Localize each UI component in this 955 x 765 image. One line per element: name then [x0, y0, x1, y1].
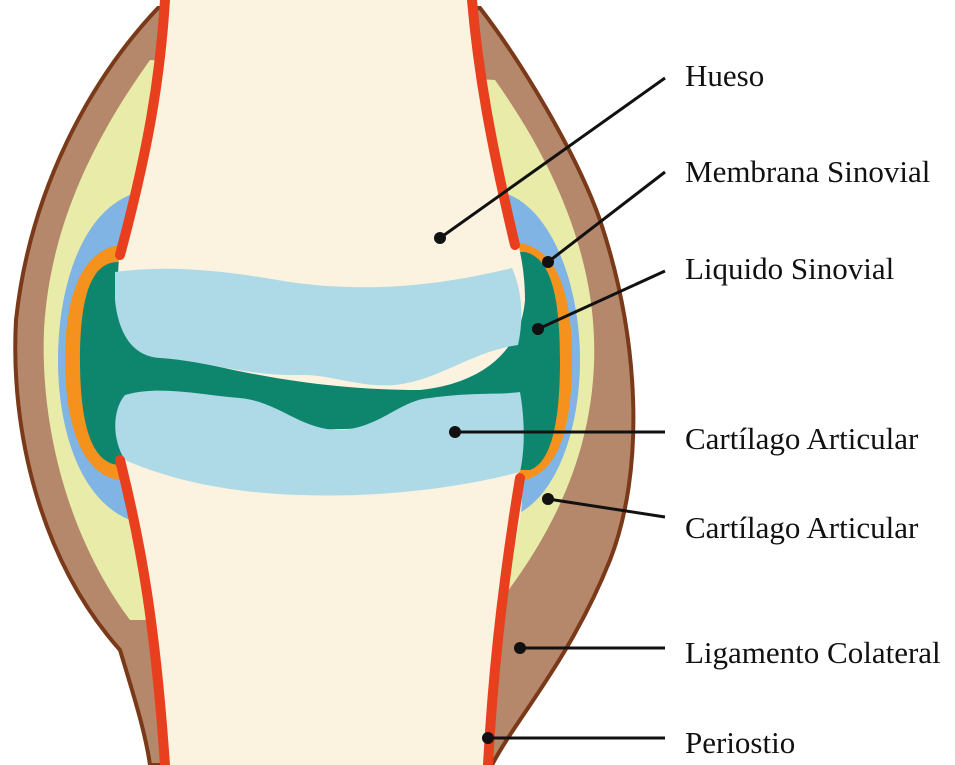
dot-liquido: [532, 323, 544, 335]
label-cartilago-articular-2: Cartílago Articular: [685, 510, 919, 545]
dot-ligamento: [514, 642, 526, 654]
label-membrana-sinovial: Membrana Sinovial: [685, 154, 930, 189]
dot-hueso: [434, 232, 446, 244]
dot-membrana: [542, 256, 554, 268]
label-ligamento-colateral: Ligamento Colateral: [685, 635, 941, 670]
label-cartilago-articular-1: Cartílago Articular: [685, 421, 919, 456]
label-hueso: Hueso: [685, 58, 764, 93]
dot-cartilago-1: [449, 426, 461, 438]
label-liquido-sinovial: Liquido Sinovial: [685, 251, 894, 286]
dot-periostio: [482, 732, 494, 744]
dot-cartilago-2: [542, 493, 554, 505]
label-periostio: Periostio: [685, 725, 795, 760]
